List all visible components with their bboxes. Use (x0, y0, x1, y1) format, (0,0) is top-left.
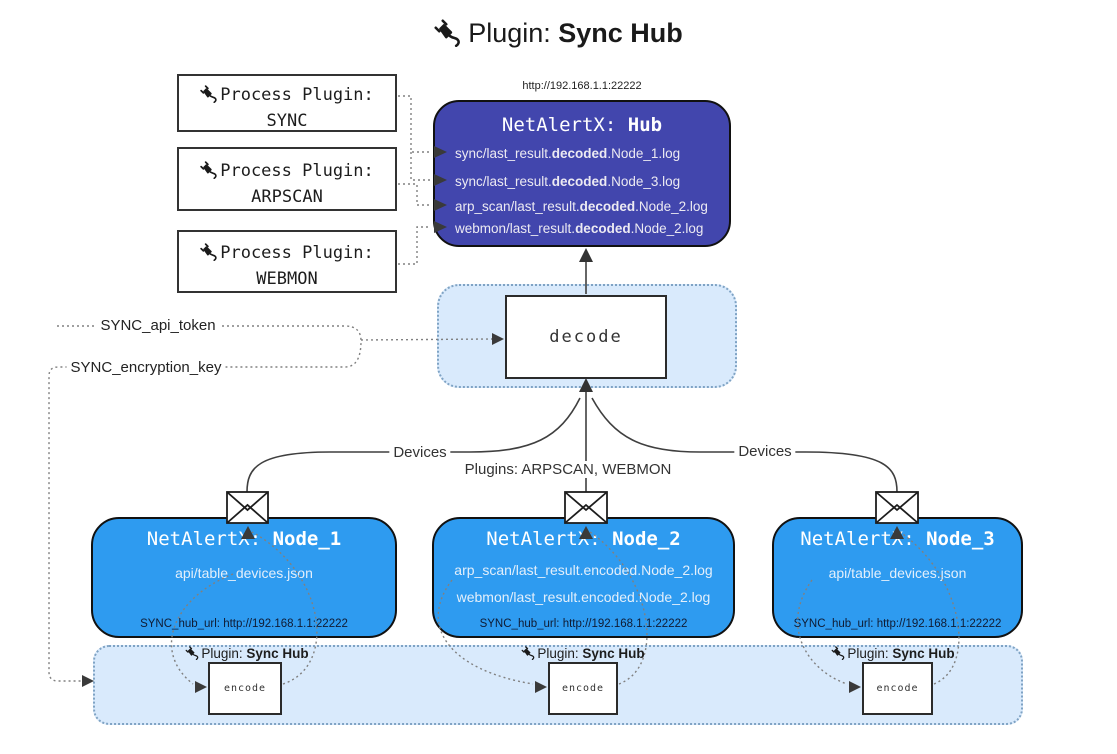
hub-log-line: arp_scan/last_result.decoded.Node_2.log (455, 199, 708, 214)
node-2-file: webmon/last_result.encoded.Node_2.log (456, 589, 711, 605)
process-plugin-arpscan-box: Process Plugin: ARPSCAN (177, 147, 397, 211)
node-1-title: NetAlertX: Node_1 (146, 528, 342, 550)
process-plugin-label: Process Plugin: (179, 82, 395, 108)
plug-icon (831, 646, 845, 660)
page-title-name: Sync Hub (558, 18, 683, 48)
sync-api-token-label: SYNC_api_token (96, 317, 220, 334)
plug-icon (521, 646, 535, 660)
plug-icon (434, 19, 462, 47)
band-plugin-label: Plugin: Sync Hub (185, 646, 309, 661)
devices-left-label: Devices (389, 444, 451, 461)
encode-box: encode (548, 662, 618, 715)
hub-node: NetAlertX: Hub sync/last_result.decoded.… (433, 100, 731, 247)
process-plugin-label: Process Plugin: (179, 158, 395, 184)
arpscan-to-hub-line (398, 183, 430, 206)
sync-encryption-key-label: SYNC_encryption_key (66, 359, 226, 376)
process-plugin-name: SYNC (266, 111, 308, 132)
node-3-box: NetAlertX: Node_3 api/table_devices.json… (772, 517, 1023, 638)
page-title-prefix: Plugin: (468, 18, 559, 48)
hub-url-label: http://192.168.1.1:22222 (522, 80, 642, 92)
process-plugin-name: WEBMON (256, 269, 318, 290)
plug-icon (200, 85, 218, 103)
encode-box: encode (862, 662, 933, 715)
plug-icon (200, 161, 218, 179)
node-2-box: NetAlertX: Node_2 arp_scan/last_result.e… (432, 517, 735, 638)
sync-to-hub-line1 (398, 95, 430, 153)
process-plugin-name: ARPSCAN (251, 187, 323, 208)
band-plugin-label: Plugin: Sync Hub (521, 646, 645, 661)
node-2-hub-url: SYNC_hub_url: http://192.168.1.1:22222 (479, 618, 688, 630)
hub-title: NetAlertX: Hub (501, 114, 663, 136)
node-1-box: NetAlertX: Node_1 api/table_devices.json… (91, 517, 397, 638)
plug-icon (200, 243, 218, 261)
node-2-title: NetAlertX: Node_2 (486, 528, 681, 550)
decode-box: decode (505, 295, 667, 379)
plug-icon (185, 646, 199, 660)
node-1-hub-url: SYNC_hub_url: http://192.168.1.1:22222 (140, 618, 348, 630)
hub-log-line: webmon/last_result.decoded.Node_2.log (455, 221, 704, 236)
page-title: Plugin: Sync Hub (0, 18, 1117, 49)
process-plugin-label: Process Plugin: (179, 240, 395, 266)
webmon-to-hub-line (398, 226, 430, 265)
sync-to-hub-line2 (410, 152, 430, 181)
node-2-file: arp_scan/last_result.encoded.Node_2.log (454, 562, 713, 578)
encode-box: encode (208, 662, 282, 715)
band-plugin-label: Plugin: Sync Hub (831, 646, 955, 661)
node-3-hub-url: SYNC_hub_url: http://192.168.1.1:22222 (793, 618, 1002, 630)
process-plugin-webmon-box: Process Plugin: WEBMON (177, 230, 397, 293)
devices-right-label: Devices (734, 443, 796, 460)
hub-log-line: sync/last_result.decoded.Node_3.log (455, 174, 681, 189)
node-3-file: api/table_devices.json (828, 565, 967, 581)
node-1-file: api/table_devices.json (175, 565, 313, 581)
hub-log-line: sync/last_result.decoded.Node_1.log (455, 146, 681, 161)
process-plugin-sync-box: Process Plugin: SYNC (177, 74, 397, 132)
plugins-mid-label: Plugins: ARPSCAN, WEBMON (460, 461, 676, 478)
arrow-into-hub (579, 248, 593, 262)
node-3-title: NetAlertX: Node_3 (800, 528, 995, 550)
